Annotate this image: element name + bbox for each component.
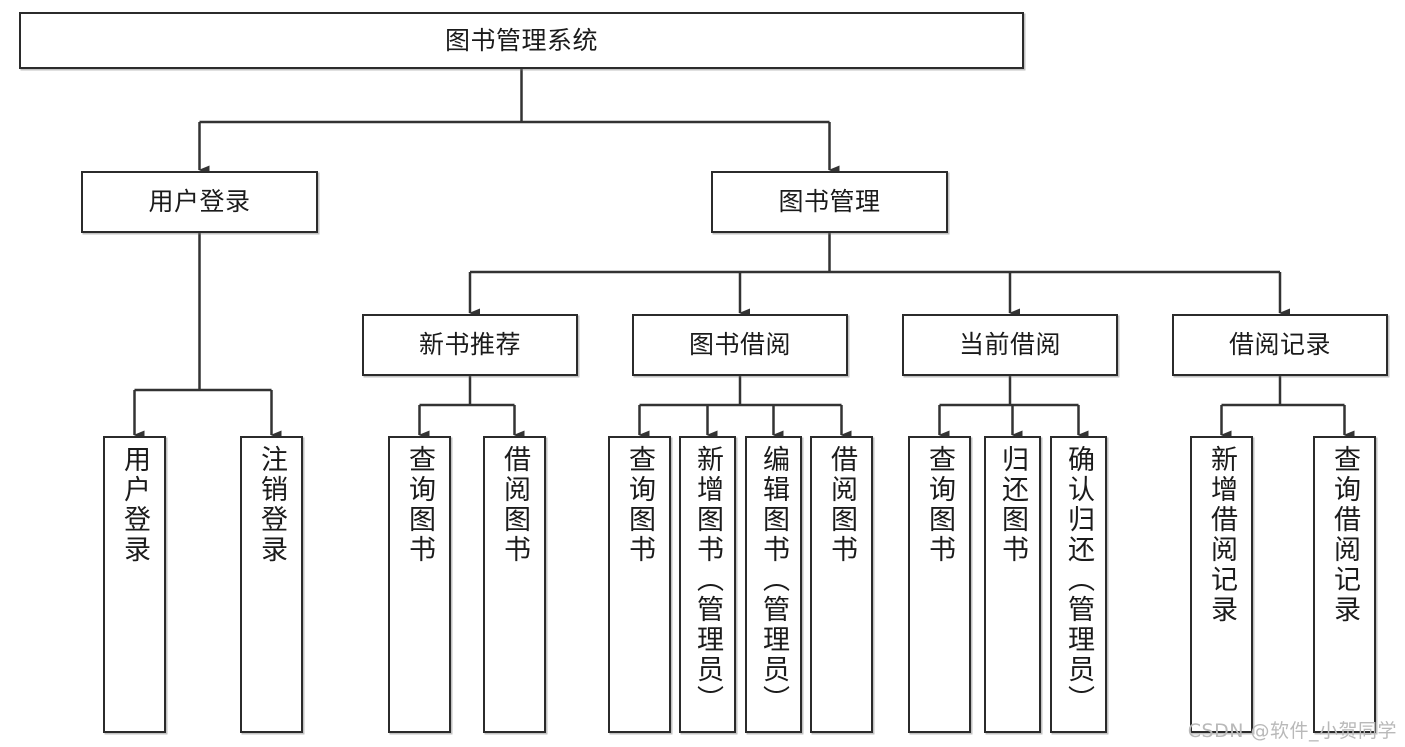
node-login[interactable]: 用户登录 <box>81 171 318 233</box>
node-label: 图书借阅 <box>688 330 791 359</box>
node-b-add[interactable]: 新增图书（管理员） <box>679 436 736 733</box>
node-b-edit[interactable]: 编辑图书（管理员） <box>745 436 802 733</box>
node-label: 查询图书 <box>624 445 655 565</box>
node-current[interactable]: 当前借阅 <box>902 314 1118 376</box>
node-label: 借阅图书 <box>826 445 857 565</box>
node-label: 用户登录 <box>119 445 150 565</box>
node-c-return[interactable]: 归还图书 <box>984 436 1041 733</box>
edge-group <box>133 69 1355 440</box>
node-label: 用户登录 <box>148 187 251 216</box>
node-borrowbook[interactable]: 图书借阅 <box>632 314 848 376</box>
node-label: 新增借阅记录 <box>1206 445 1237 625</box>
node-label: 编辑图书（管理员） <box>758 445 789 715</box>
node-label: 归还图书 <box>997 445 1028 565</box>
node-n-borrow[interactable]: 借阅图书 <box>483 436 546 733</box>
node-label: 借阅记录 <box>1228 330 1331 359</box>
node-newbook[interactable]: 新书推荐 <box>362 314 578 376</box>
node-r-add[interactable]: 新增借阅记录 <box>1190 436 1253 733</box>
node-l-login[interactable]: 用户登录 <box>103 436 166 733</box>
node-b-borrow[interactable]: 借阅图书 <box>810 436 873 733</box>
node-label: 新书推荐 <box>418 330 521 359</box>
node-bookmgmt[interactable]: 图书管理 <box>711 171 948 233</box>
node-c-query[interactable]: 查询图书 <box>908 436 971 733</box>
node-r-query[interactable]: 查询借阅记录 <box>1313 436 1376 733</box>
node-label: 新增图书（管理员） <box>692 445 723 715</box>
node-c-confirm[interactable]: 确认归还（管理员） <box>1050 436 1107 733</box>
node-label: 查询图书 <box>924 445 955 565</box>
node-label: 确认归还（管理员） <box>1063 445 1094 715</box>
node-label: 查询图书 <box>404 445 435 565</box>
node-l-logout[interactable]: 注销登录 <box>240 436 303 733</box>
node-label: 注销登录 <box>256 445 287 565</box>
node-label: 当前借阅 <box>958 330 1061 359</box>
node-root[interactable]: 图书管理系统 <box>19 12 1024 69</box>
watermark: CSDN @软件_小贺同学 <box>1187 720 1397 742</box>
node-n-query[interactable]: 查询图书 <box>388 436 451 733</box>
node-label: 图书管理 <box>778 187 881 216</box>
node-records[interactable]: 借阅记录 <box>1172 314 1388 376</box>
node-label: 图书管理系统 <box>444 25 598 55</box>
node-label: 查询借阅记录 <box>1329 445 1360 625</box>
node-label: 借阅图书 <box>499 445 530 565</box>
node-b-query[interactable]: 查询图书 <box>608 436 671 733</box>
